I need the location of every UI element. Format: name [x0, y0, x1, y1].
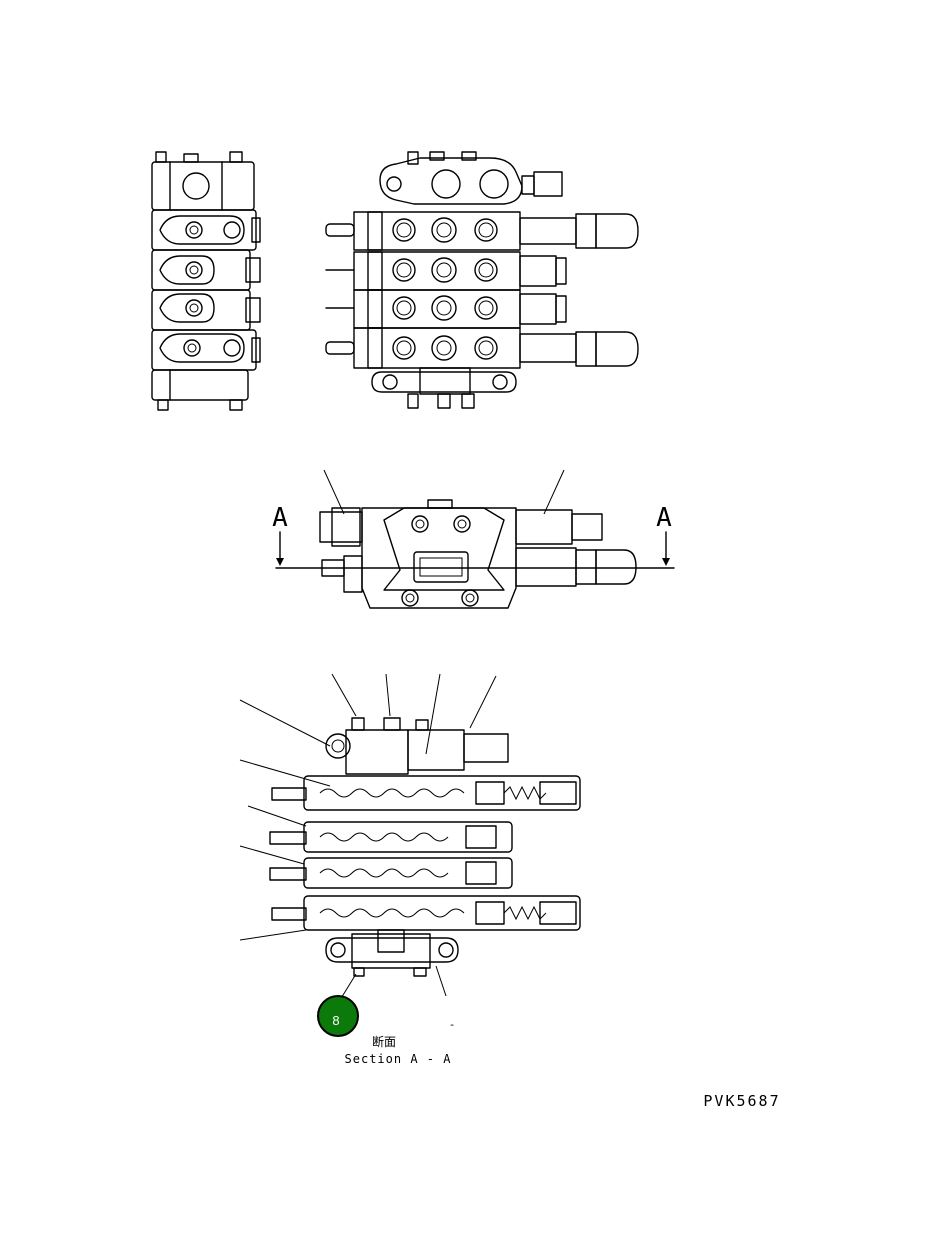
section-title-jp: 断面: [372, 1034, 396, 1049]
dash-mark: -: [449, 1018, 456, 1031]
top-view: [275, 469, 675, 609]
section-view: [239, 673, 581, 1001]
section-title-en: Section A - A: [345, 1052, 452, 1066]
callout-number: 8: [332, 1013, 339, 1028]
drawing-code: PVK5687: [703, 1092, 780, 1110]
front-view: [325, 151, 639, 409]
side-view: [151, 151, 261, 411]
callout-badge[interactable]: 8: [317, 995, 359, 1037]
callout-circle[interactable]: [317, 995, 359, 1037]
section-mark-right: A: [656, 503, 672, 533]
section-mark-left: A: [272, 503, 288, 533]
